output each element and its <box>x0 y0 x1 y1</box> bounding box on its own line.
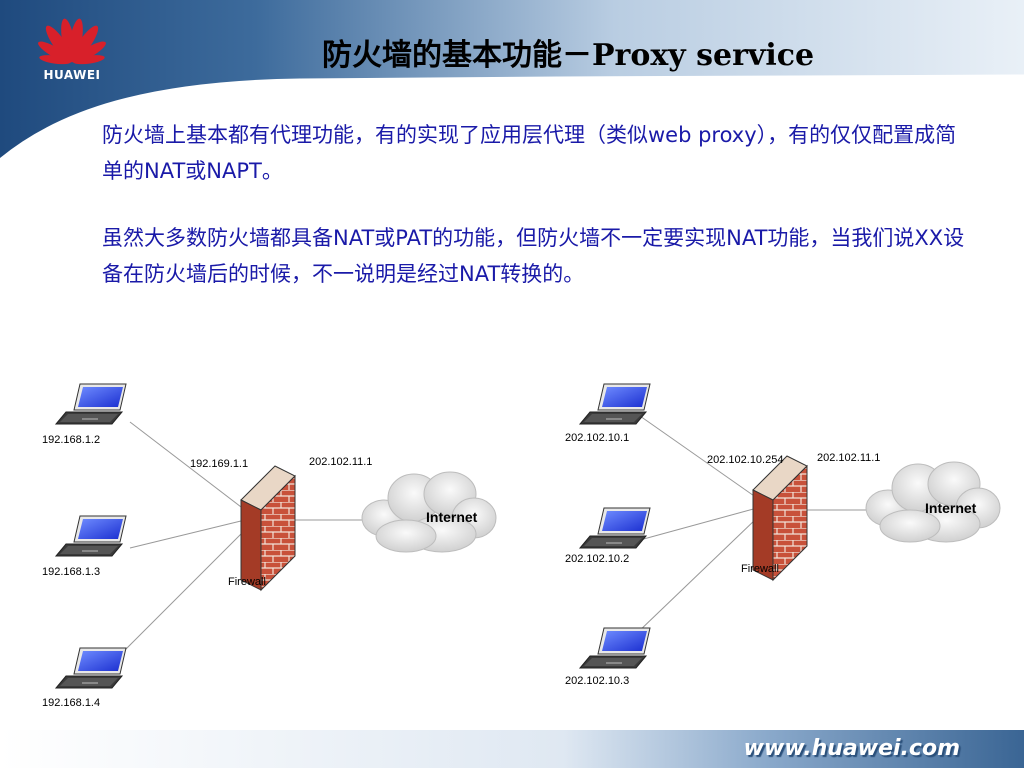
firewall-label: Firewall <box>741 563 779 575</box>
link-line <box>129 421 246 511</box>
huawei-petal-icon <box>38 18 106 65</box>
host-ip: 192.168.1.2 <box>42 434 100 446</box>
host-ip: 202.102.10.3 <box>565 675 629 687</box>
laptop-icon <box>579 627 651 669</box>
cloud-label: Internet <box>925 500 977 516</box>
firewall-outside-ip: 202.102.11.1 <box>817 452 880 464</box>
link-line <box>639 415 758 499</box>
diagram-left: 192.168.1.2 192.168.1.3 192.168.1.4 192.… <box>42 383 497 709</box>
footer-url: www.huawei.com <box>743 736 960 761</box>
link-line <box>129 519 246 549</box>
cloud-label: Internet <box>426 509 478 525</box>
slide-title: 防火墙的基本功能－Proxy service <box>322 38 815 73</box>
firewall-icon <box>752 455 808 581</box>
footer-band <box>0 730 1024 768</box>
laptop-icon <box>55 383 127 425</box>
laptop-icon <box>579 383 651 425</box>
host-ip: 202.102.10.1 <box>565 432 629 444</box>
logo-text: HUAWEI <box>43 68 101 82</box>
firewall-inside-ip: 192.169.1.1 <box>190 458 248 470</box>
link-line <box>639 507 758 541</box>
laptop-icon <box>579 507 651 549</box>
firewall-outside-ip: 202.102.11.1 <box>309 456 372 468</box>
network-diagrams: 192.168.1.2 192.168.1.3 192.168.1.4 192.… <box>42 383 1001 709</box>
laptop-icon <box>55 647 127 689</box>
host-ip: 192.168.1.3 <box>42 566 100 578</box>
host-ip: 202.102.10.2 <box>565 553 629 565</box>
firewall-icon <box>240 465 296 591</box>
laptop-icon <box>55 515 127 557</box>
host-ip: 192.168.1.4 <box>42 697 100 709</box>
firewall-inside-ip: 202.102.10.254 <box>707 454 783 466</box>
link-line <box>634 517 758 636</box>
header-band <box>0 0 1024 162</box>
paragraph-proxy: 防火墙上基本都有代理功能，有的实现了应用层代理（类似web proxy），有的仅… <box>102 123 957 183</box>
paragraph-nat: 虽然大多数防火墙都具备NAT或PAT的功能，但防火墙不一定要实现NAT功能，当我… <box>102 226 965 286</box>
huawei-logo: HUAWEI <box>22 10 122 88</box>
link-line <box>124 529 246 651</box>
firewall-label: Firewall <box>228 576 266 588</box>
diagram-right: 202.102.10.1 202.102.10.2 202.102.10.3 2… <box>565 383 1001 687</box>
